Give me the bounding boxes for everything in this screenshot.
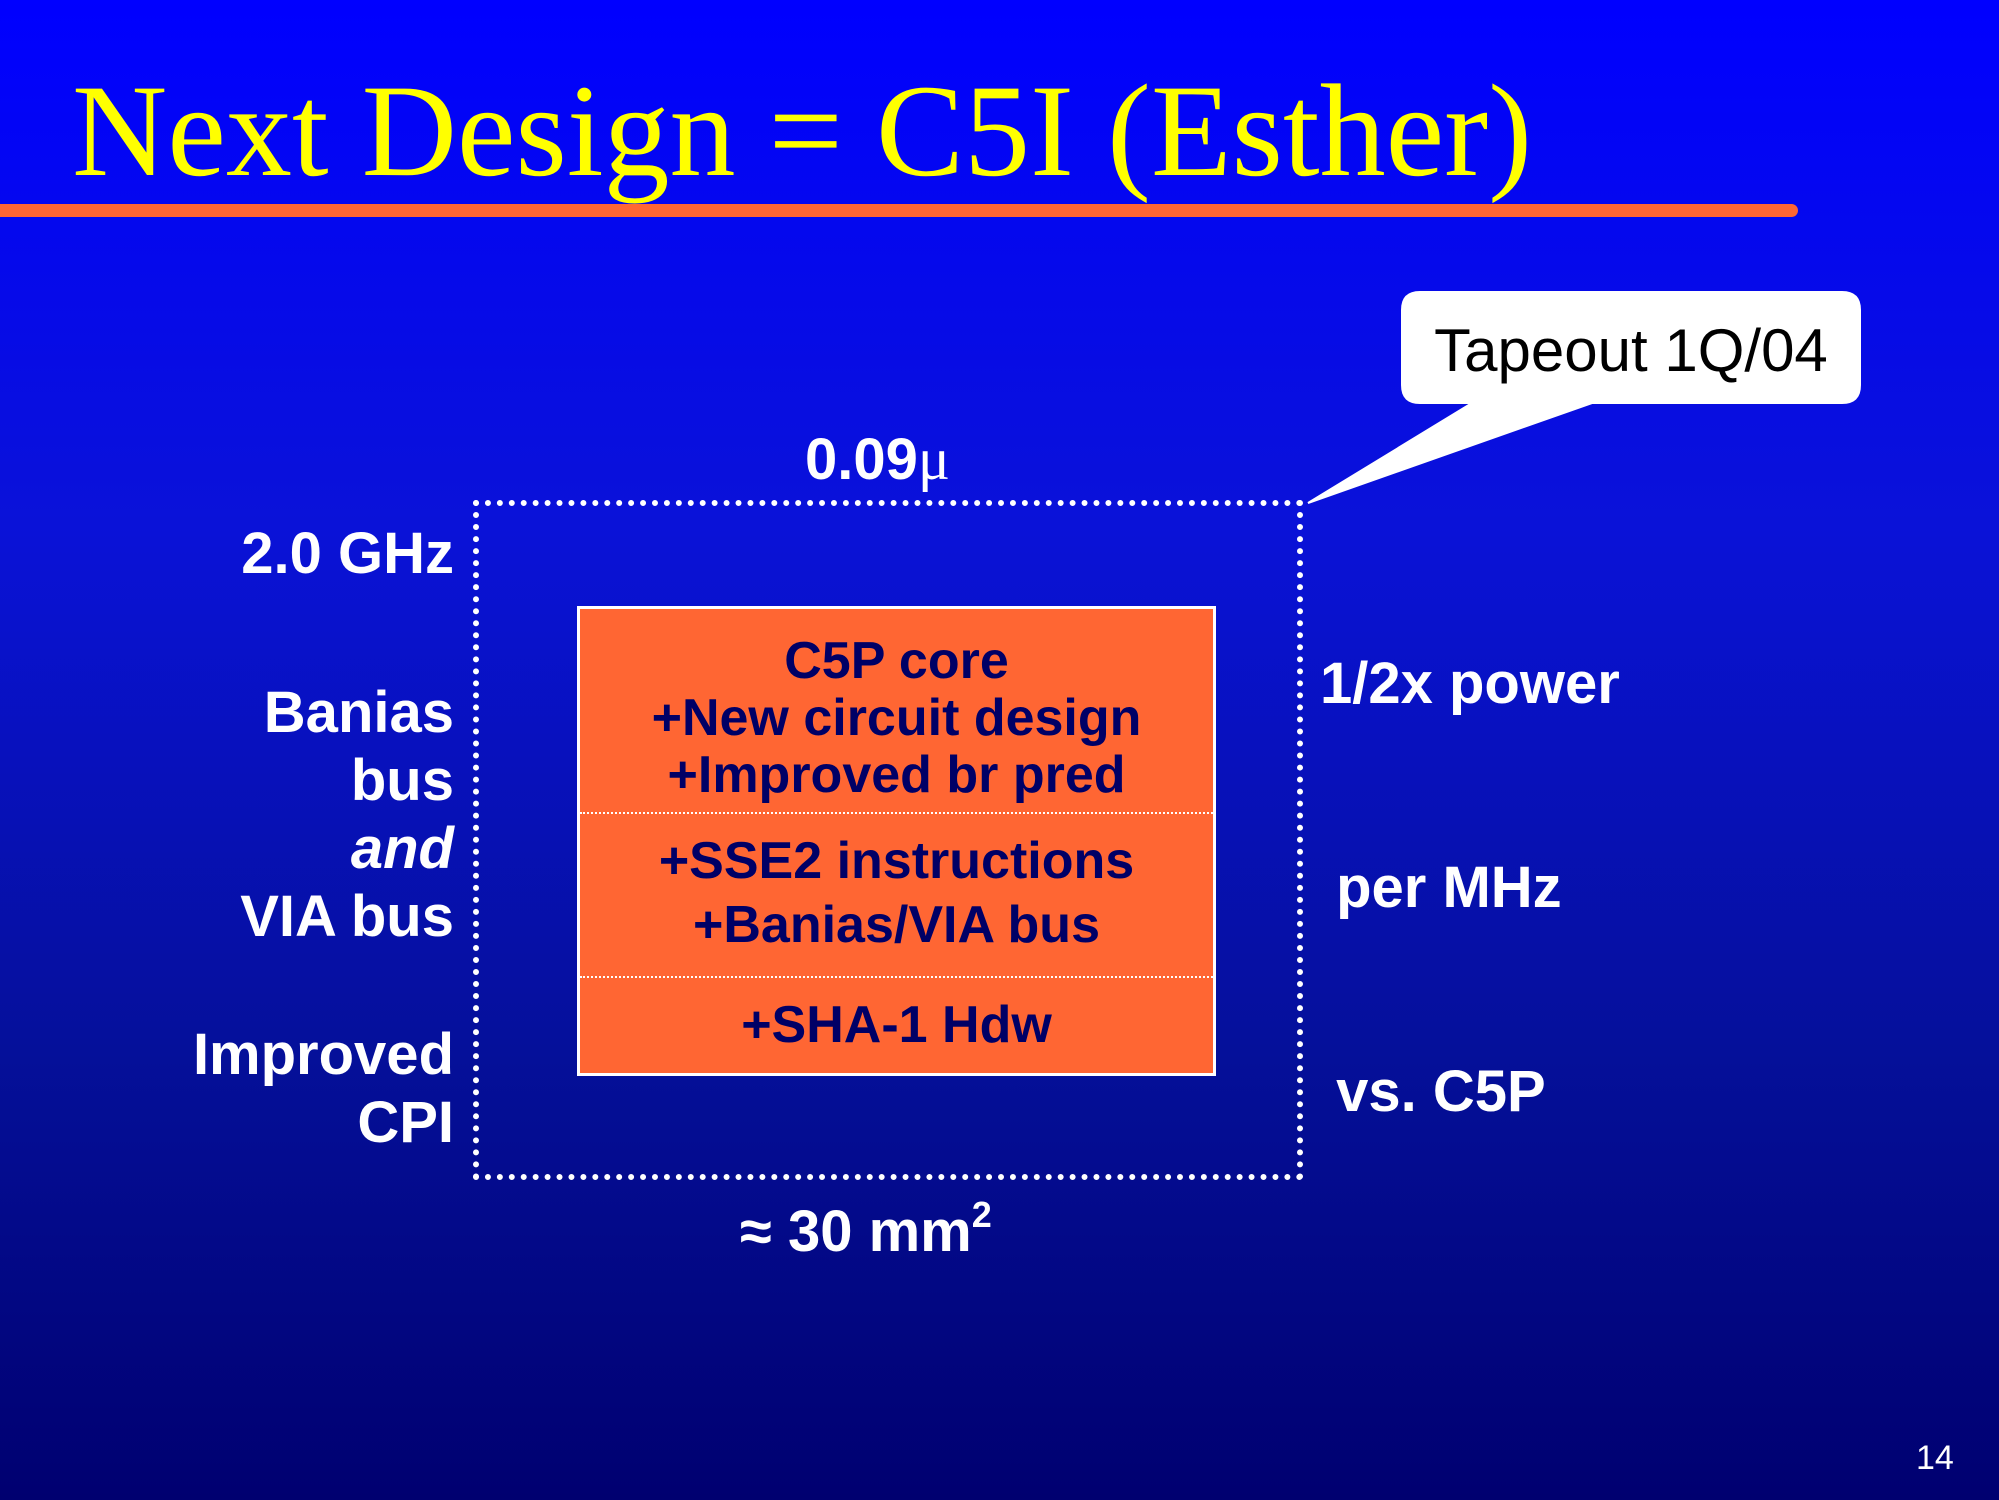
slide-title: Next Design = C5I (Esther) — [72, 57, 1533, 204]
core-line: +New circuit design — [651, 689, 1142, 747]
core-line: +SHA-1 Hdw — [741, 996, 1052, 1054]
core-line: +Banias/VIA bus — [693, 896, 1100, 954]
bus-label: Banias bus and VIA bus — [240, 679, 454, 951]
process-value: 0.09 — [805, 427, 918, 492]
area-value: ≈ 30 mm — [740, 1199, 972, 1264]
area-label: ≈ 30 mm2 — [740, 1197, 992, 1266]
power-line: per MHz — [1320, 855, 1562, 920]
core-line: +Improved br pred — [667, 746, 1126, 804]
power-label: 1/2x power per MHz vs. C5P — [1320, 514, 1620, 1262]
core-divider — [580, 812, 1213, 814]
core-line: +SSE2 instructions — [658, 832, 1135, 890]
power-line: vs. C5P — [1320, 1059, 1546, 1124]
bus-line: Banias — [263, 680, 454, 745]
cpi-line: Improved — [192, 1022, 454, 1087]
cpi-line: CPI — [357, 1090, 454, 1155]
power-line: 1/2x power — [1320, 651, 1620, 716]
bus-line: bus — [350, 748, 454, 813]
frequency-label: 2.0 GHz — [241, 520, 454, 588]
process-label: 0.09μ — [805, 425, 950, 494]
core-section-base: C5P core +New circuit design +Improved b… — [580, 633, 1213, 804]
frequency-text: 2.0 GHz — [241, 521, 454, 586]
core-section-additions: +SSE2 instructions +Banias/VIA bus — [580, 829, 1213, 957]
title-underline — [0, 204, 1798, 217]
core-divider — [580, 976, 1213, 978]
core-section-security: +SHA-1 Hdw — [580, 997, 1213, 1054]
cpi-label: Improved CPI — [193, 1021, 454, 1157]
die-outline — [473, 500, 1303, 1180]
bus-line: and — [350, 816, 454, 881]
area-exponent: 2 — [971, 1194, 992, 1235]
core-line: C5P core — [784, 632, 1009, 690]
callout-text: Tapeout 1Q/04 — [1434, 317, 1828, 384]
core-block: C5P core +New circuit design +Improved b… — [577, 606, 1216, 1076]
page-number: 14 — [1916, 1439, 1954, 1477]
process-unit: μ — [917, 426, 951, 492]
bus-line: VIA bus — [240, 884, 454, 949]
